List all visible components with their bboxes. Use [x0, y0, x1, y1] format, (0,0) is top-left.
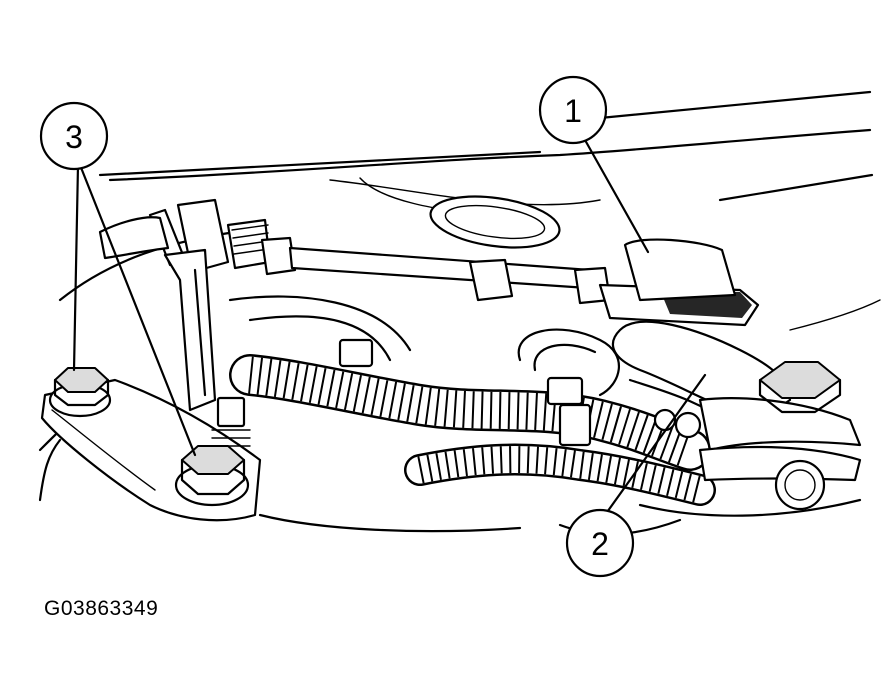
wiring-harness [228, 295, 716, 506]
callout-1: 1 [538, 75, 608, 145]
callout-1-label: 1 [564, 93, 582, 129]
panel-opening [429, 195, 561, 249]
callout-2: 2 [565, 508, 635, 578]
bolt-right [174, 445, 250, 507]
figure-id: G03863349 [44, 597, 159, 620]
spring-stud [211, 396, 251, 447]
leader-lines [72, 138, 707, 517]
callout-3: 3 [39, 101, 109, 171]
bolt-left [48, 367, 112, 418]
cable-bracket [163, 248, 217, 412]
callout-2-label: 2 [591, 526, 609, 562]
callout-3-label: 3 [65, 119, 83, 155]
cable-end-bracket [598, 238, 792, 432]
harness-connectors [338, 338, 592, 447]
mounting-plate [40, 367, 262, 522]
shift-linkage [653, 361, 862, 511]
